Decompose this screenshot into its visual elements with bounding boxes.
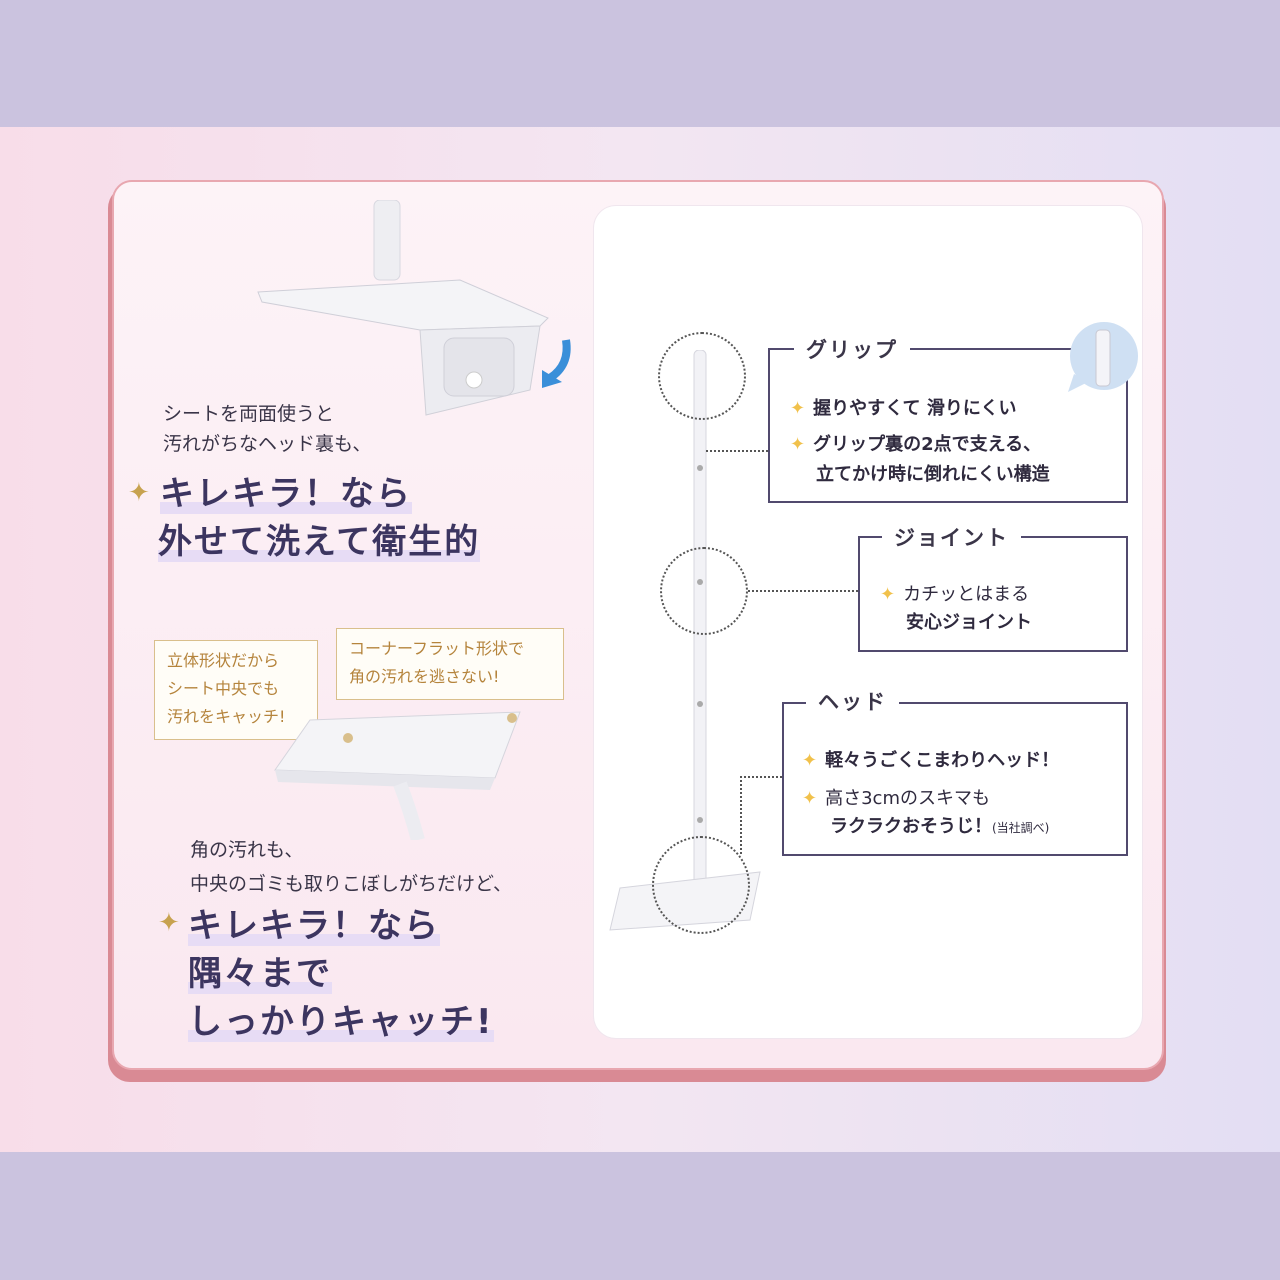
headline1-line1: キレキラ！なら (160, 470, 412, 518)
headline2-line2-text: 隅々まで (188, 954, 332, 994)
headline1-line2: 外せて洗えて衛生的 (158, 518, 481, 566)
head-item1-text: 軽々うごくこまわりヘッド！ (825, 750, 1060, 771)
grip-detail-bubble (1068, 322, 1138, 392)
grip-item2-line2: 立てかけ時に倒れにくい構造 (816, 464, 1050, 485)
grip-title: グリップ (794, 334, 910, 364)
sparkle-icon: ✦ (128, 478, 150, 508)
joint-box (858, 536, 1128, 652)
callout-corner-flat: コーナーフラット形状で 角の汚れを逃さない! (336, 628, 564, 700)
head-item2-note: (当社調べ) (992, 821, 1050, 835)
grip-connector (706, 450, 768, 452)
joint-connector (748, 590, 858, 592)
head-item2-line2-text: ラクラクおそうじ！ (830, 816, 992, 837)
head-box (782, 702, 1128, 856)
headline1-line2-text: 外せて洗えて衛生的 (158, 522, 481, 562)
callout-left-line: シート中央でも (167, 679, 280, 698)
sparkle-icon: ✦ (158, 908, 180, 938)
headline2-line2: 隅々まで (188, 950, 332, 998)
head-item1: ✦ 軽々うごくこまわりヘッド！ (802, 746, 1059, 776)
headline1-line1-text: キレキラ！なら (160, 474, 412, 514)
grip-item2-line1: グリップ裏の2点で支える、 (813, 434, 1042, 455)
callout-left-line: 立体形状だから (167, 651, 280, 670)
bottom-band (0, 1152, 1280, 1280)
grip-box (768, 348, 1128, 503)
callout-right-line: コーナーフラット形状で (349, 639, 525, 658)
head-item2-line1: 高さ3cmのスキマも (825, 788, 990, 809)
joint-item1-line1: カチッとはまる (903, 584, 1030, 605)
head-connector-vertical (740, 776, 742, 854)
head-item2-line2: ラクラクおそうじ！(当社調べ) (830, 812, 1049, 843)
top-band (0, 0, 1280, 127)
headline2-line3-text: しっかりキャッチ! (188, 1002, 494, 1042)
callout-left-line: 汚れをキャッチ! (167, 707, 286, 726)
head-title: ヘッド (806, 686, 899, 716)
mop-head-reverse-illustration (257, 200, 571, 416)
mop-head-sheet-illustration (274, 711, 521, 840)
joint-item1: ✦ カチッとはまる (880, 580, 1029, 610)
star-icon: ✦ (802, 750, 818, 771)
headline2-line1: キレキラ！なら (188, 902, 440, 950)
callout-right-line: 角の汚れを逃さない! (349, 667, 500, 686)
grip-item1: ✦ 握りやすくて 滑りにくい (790, 394, 1016, 424)
callout-3d-shape: 立体形状だから シート中央でも 汚れをキャッチ! (154, 640, 318, 740)
grip-highlight-circle (658, 332, 746, 420)
joint-title: ジョイント (882, 522, 1021, 552)
star-icon: ✦ (880, 584, 896, 605)
head-item2: ✦ 高さ3cmのスキマも (802, 784, 990, 814)
star-icon: ✦ (790, 434, 806, 455)
joint-highlight-circle (660, 547, 748, 635)
headline2-line3: しっかりキャッチ! (188, 998, 494, 1046)
intro-text-line2: 汚れがちなヘッド裏も、 (163, 433, 372, 455)
grip-item2: ✦ グリップ裏の2点で支える、 (790, 430, 1041, 460)
intro-text-line1: シートを両面使うと (163, 403, 335, 425)
headline2-line1-text: キレキラ！なら (188, 906, 440, 946)
head-connector (740, 776, 782, 778)
joint-item1-line2: 安心ジョイント (906, 612, 1032, 633)
star-icon: ✦ (790, 398, 806, 419)
head-highlight-circle (652, 836, 750, 934)
intro2-text-line1: 角の汚れも、 (190, 839, 304, 861)
intro2-text-line2: 中央のゴミも取りこぼしがちだけど、 (190, 873, 513, 895)
grip-item1-text: 握りやすくて 滑りにくい (813, 398, 1017, 419)
star-icon: ✦ (802, 788, 818, 809)
